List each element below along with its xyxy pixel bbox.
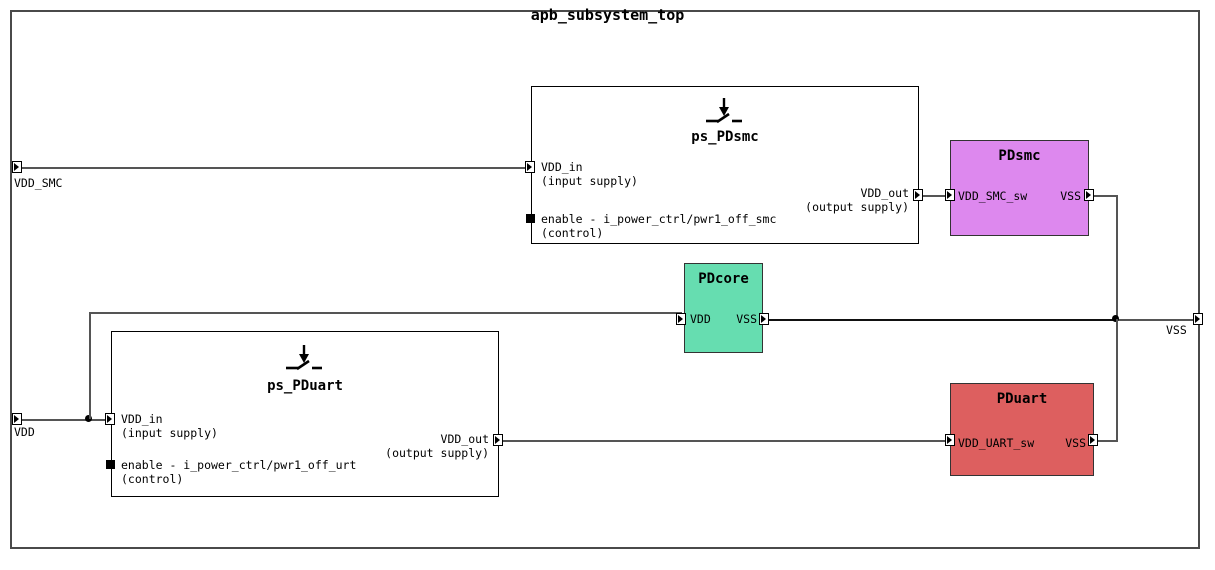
wire-psPDuart-out-to-pduart	[497, 440, 955, 442]
port-desc-vdd-in-smc: (input supply)	[541, 174, 638, 188]
port-label-vdd-in-smc: VDD_in	[541, 160, 583, 174]
wire-pduart-vss-to-bus	[1090, 440, 1118, 442]
wire-vdd-branch-up	[89, 312, 91, 419]
wire-vss-to-boundary	[1116, 319, 1198, 321]
switch-block-ps-pduart[interactable]: ps_PDuart VDD_in (input supply) enable -…	[111, 331, 499, 497]
boundary-port-vdd[interactable]	[12, 413, 22, 425]
wire-vddsmc-to-psPDsmc	[18, 167, 530, 169]
power-switch-icon	[286, 345, 322, 371]
boundary-port-vdd-smc[interactable]	[12, 161, 22, 173]
port-in-ps-pduart-enable[interactable]	[106, 460, 115, 469]
power-domain-name-pdsmc: PDsmc	[998, 148, 1041, 164]
boundary-port-vss[interactable]	[1193, 313, 1203, 325]
switch-block-ps-pdsmc[interactable]: ps_PDsmc VDD_in (input supply) enable - …	[531, 86, 919, 244]
port-in-ps-pduart-vddin[interactable]	[105, 413, 115, 425]
port-desc-vdd-out-smc: (output supply)	[805, 200, 909, 214]
wire-vss-bus-lower	[1116, 319, 1118, 441]
wire-pdsmc-vss-to-bus	[1087, 195, 1118, 197]
port-pduart-vdd-in[interactable]	[945, 434, 955, 446]
port-in-ps-pdsmc-enable[interactable]	[526, 214, 535, 223]
port-out-ps-pduart-vddout[interactable]	[493, 434, 503, 446]
pin-pdsmc-supply: VDD_SMC_sw	[958, 189, 1028, 203]
wire-vss-bus-upper	[1116, 195, 1118, 319]
port-label-vdd-in-uart: VDD_in	[121, 412, 163, 426]
port-label-vdd-out-uart: VDD_out	[440, 432, 489, 446]
diagram-title: apb_subsystem_top	[530, 6, 685, 24]
power-domain-pdsmc[interactable]: PDsmc VDD_SMC_sw VSS	[950, 140, 1089, 236]
port-desc-vdd-out-uart: (output supply)	[385, 446, 489, 460]
boundary-label-vss: VSS	[1166, 323, 1187, 337]
pin-pdsmc-ground: VSS	[1060, 189, 1081, 203]
power-domain-name-pdcore: PDcore	[698, 271, 749, 287]
pin-pduart-supply: VDD_UART_sw	[958, 436, 1035, 450]
switch-name-ps-pdsmc: ps_PDsmc	[691, 129, 759, 145]
port-pdcore-vss-out[interactable]	[759, 313, 769, 325]
junction-vdd	[85, 415, 92, 422]
port-desc-enable-smc: (control)	[541, 226, 604, 240]
wire-vdd-to-pdcore-top	[89, 312, 682, 314]
port-out-ps-pdsmc-vddout[interactable]	[913, 189, 923, 201]
power-domain-name-pduart: PDuart	[996, 391, 1048, 407]
wire-psPDsmc-out-to-pdsmc	[918, 195, 955, 197]
pin-pdcore-ground: VSS	[736, 312, 757, 326]
junction-vss-bus	[1112, 315, 1119, 322]
power-switch-icon	[706, 98, 742, 124]
pin-pduart-ground: VSS	[1065, 436, 1086, 450]
port-label-enable-smc: enable - i_power_ctrl/pwr1_off_smc	[541, 212, 777, 226]
port-label-enable-uart: enable - i_power_ctrl/pwr1_off_urt	[121, 458, 357, 472]
port-desc-enable-uart: (control)	[121, 472, 184, 486]
wire-vdd-boundary-rail	[18, 419, 114, 421]
power-domain-pduart[interactable]: PDuart VDD_UART_sw VSS	[950, 383, 1094, 476]
port-pdsmc-vdd-in[interactable]	[945, 189, 955, 201]
port-pdcore-vdd-in[interactable]	[676, 313, 686, 325]
pin-pdcore-supply: VDD	[690, 312, 711, 326]
boundary-label-vdd-smc: VDD_SMC	[14, 176, 63, 190]
power-domain-pdcore[interactable]: PDcore VDD VSS	[684, 263, 763, 353]
port-pduart-vss-out[interactable]	[1088, 434, 1098, 446]
port-desc-vdd-in-uart: (input supply)	[121, 426, 218, 440]
port-label-vdd-out-smc: VDD_out	[860, 186, 909, 200]
port-pdsmc-vss-out[interactable]	[1084, 189, 1094, 201]
wire-pdcore-vss-rail	[764, 319, 1118, 321]
boundary-label-vdd: VDD	[14, 425, 35, 439]
port-in-ps-pdsmc-vddin[interactable]	[525, 161, 535, 173]
switch-name-ps-pduart: ps_PDuart	[267, 378, 343, 394]
